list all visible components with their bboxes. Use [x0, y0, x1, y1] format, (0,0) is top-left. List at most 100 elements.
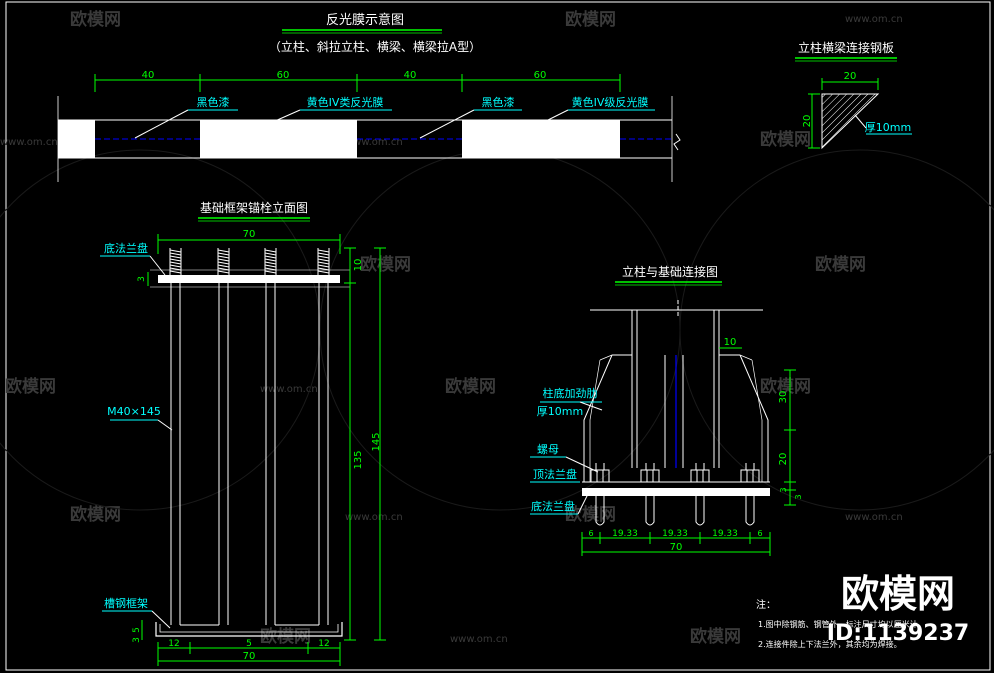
watermark-tile: 欧模网 — [70, 504, 121, 525]
white-segment — [58, 120, 95, 158]
watermark-layer: 欧模网欧模网欧模网欧模网欧模网欧模网欧模网欧模网欧模网欧模网欧模网欧模网欧模网w… — [0, 9, 994, 647]
watermark-tile: 欧模网 — [565, 504, 616, 525]
anchor-dim-3b: 3 — [132, 637, 142, 643]
dim-60a: 60 — [277, 70, 290, 81]
watermark-brand: 欧模网 — [565, 9, 616, 30]
notes-block: 注： 1.图中除钢筋、钢管外，标注尺寸均以厘米计。 2.连接件除上下法兰外，其余… — [756, 598, 926, 649]
top-flange-label: 顶法兰盘 — [533, 467, 577, 481]
plate-triangle — [821, 93, 880, 150]
dim-60b: 60 — [534, 70, 547, 81]
notes-line-1: 1.图中除钢筋、钢管外，标注尺寸均以厘米计。 — [758, 619, 926, 629]
column-nuts — [590, 463, 760, 526]
notes-heading: 注： — [756, 598, 776, 611]
watermark-arc — [679, 149, 994, 511]
asset-id-text: ID:1139237 — [827, 621, 969, 646]
watermark-tile: 欧模网 — [760, 376, 811, 397]
column-dim-1933a: 19.33 — [612, 529, 638, 539]
plate-title: 立柱横梁连接钢板 — [798, 40, 894, 55]
column-title: 立柱与基础连接图 — [622, 264, 718, 279]
yellow-film-segment-2 — [462, 120, 620, 158]
nut — [690, 463, 710, 526]
anchor-dim-12b: 12 — [318, 639, 329, 649]
watermark-url: www.om.cn — [260, 384, 318, 395]
watermark-brand: 欧模网 — [5, 376, 56, 397]
plate-thickness: 厚10mm — [865, 121, 911, 134]
watermark-tile: 欧模网 — [690, 626, 741, 647]
watermark-brand: 欧模网 — [70, 9, 121, 30]
bolt-thread — [264, 248, 277, 275]
column-dim-6b: 6 — [757, 529, 762, 538]
watermark-brand: 欧模网 — [690, 626, 741, 647]
anchor-dim-145: 145 — [371, 432, 382, 451]
watermark-brand: 欧模网 — [565, 504, 616, 525]
plate-dim-side: 20 — [802, 115, 813, 128]
bottom-flange-plate — [158, 275, 340, 283]
anchor-dim-10: 10 — [353, 259, 364, 272]
column-dim-total: 70 — [670, 542, 683, 553]
column-dim-3b: 3 — [794, 494, 803, 499]
reflective-film-diagram: 反光膜示意图 （立柱、斜拉立柱、横梁、横梁拉A型） 40 60 40 60 黑色… — [57, 12, 681, 182]
anchor-dim-mid: 5 — [246, 639, 252, 649]
watermark-tile: 欧模网 — [565, 9, 616, 30]
label-yellow-film-1: 黄色IV类反光膜 — [307, 95, 384, 109]
reflective-title: 反光膜示意图 — [326, 12, 404, 28]
bolt-thread — [317, 248, 330, 275]
plate-dim-top: 20 — [844, 71, 857, 82]
anchor-bolt-elevation: 基础框架锚栓立面图 70 底法兰盘 10 135 — [100, 200, 386, 666]
anchor-dim-12a: 12 — [168, 639, 179, 649]
label-black-paint-1: 黑色漆 — [197, 95, 230, 109]
column-connection-diagram: 立柱与基础连接图 10 — [530, 264, 803, 556]
anchor-bolts — [170, 283, 329, 625]
watermark-brand: 欧模网 — [760, 376, 811, 397]
watermark-tile: 欧模网 — [70, 9, 121, 30]
watermark-url: www.om.cn — [450, 634, 508, 645]
rib-label: 柱底加劲肋 — [543, 386, 598, 400]
nut — [740, 463, 760, 526]
dim-40a: 40 — [142, 70, 155, 81]
watermark-tile: 欧模网 — [815, 254, 866, 275]
reflective-subtitle: （立柱、斜拉立柱、横梁、横梁拉A型） — [269, 39, 481, 54]
column-dim-1933b: 19.33 — [662, 529, 688, 539]
watermark-brand: 欧模网 — [70, 504, 121, 525]
dim-40b: 40 — [404, 70, 417, 81]
bottom-flange-label: 底法兰盘 — [531, 499, 575, 513]
bolt-thread — [217, 248, 230, 275]
channel-frame — [155, 622, 343, 637]
label-black-paint-2: 黑色漆 — [482, 95, 515, 109]
watermark-url: www.om.cn — [345, 137, 403, 148]
watermark-tile: 欧模网 — [5, 376, 56, 397]
column-dim-1933c: 19.33 — [712, 529, 738, 539]
connection-plate-diagram: 立柱横梁连接钢板 20 20 厚10mm — [795, 40, 912, 150]
column-dim-10: 10 — [724, 337, 737, 348]
big-watermark: 欧模网 ID:1139237 — [827, 572, 969, 646]
watermark-brand: 欧模网 — [815, 254, 866, 275]
nut-label: 螺母 — [537, 443, 559, 456]
column-dim-6a: 6 — [588, 529, 593, 538]
anchor-dim-bottom: 70 — [243, 651, 256, 662]
drawing-frame — [5, 1, 991, 671]
bolt-thread — [169, 248, 182, 275]
big-brand-text: 欧模网 — [841, 572, 955, 616]
watermark-url: www.om.cn — [845, 512, 903, 523]
anchor-flange-label: 底法兰盘 — [104, 241, 148, 255]
anchor-dim-3: 3 — [137, 276, 147, 282]
anchor-dim-top: 70 — [243, 229, 256, 240]
column-dim-30: 30 — [778, 391, 789, 404]
rib-thickness: 厚10mm — [537, 405, 583, 418]
watermark-url: www.om.cn — [845, 14, 903, 25]
watermark-tile: 欧模网 — [760, 129, 811, 150]
watermark-tile: 欧模网 — [360, 254, 411, 275]
watermark-url: www.om.cn — [0, 137, 58, 148]
column-dim-20: 20 — [778, 453, 789, 466]
column-bottom-flange — [582, 488, 770, 496]
label-yellow-film-2: 黄色IV级反光膜 — [572, 95, 649, 109]
bolt-spec-label: M40×145 — [107, 405, 161, 418]
column-dim-3a: 3 — [779, 487, 788, 492]
bolt-threads — [169, 248, 330, 275]
watermark-brand: 欧模网 — [360, 254, 411, 275]
watermark-brand: 欧模网 — [760, 129, 811, 150]
anchor-title: 基础框架锚栓立面图 — [200, 200, 308, 215]
watermark-arc — [319, 149, 681, 511]
watermark-brand: 欧模网 — [445, 376, 496, 397]
